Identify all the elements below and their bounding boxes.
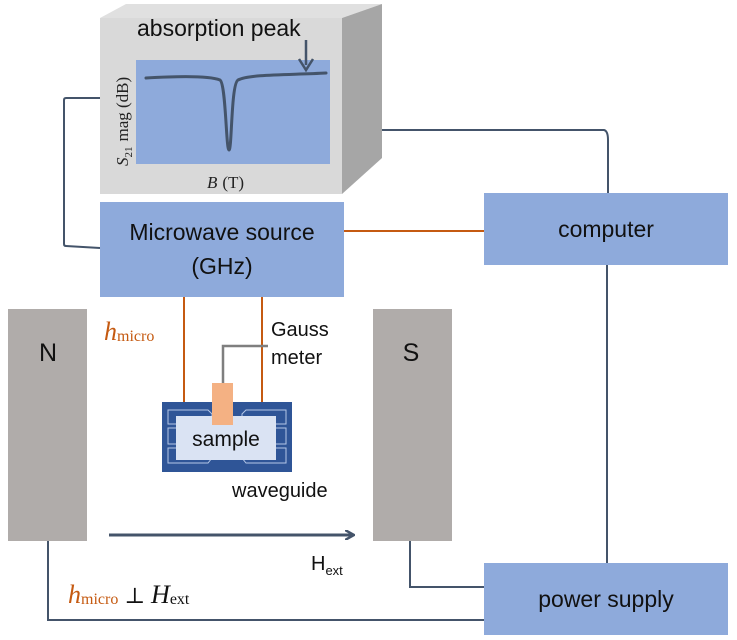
microwave-source-block: Microwave source (GHz) [100, 202, 344, 297]
absorption-peak-label: absorption peak [137, 15, 301, 41]
south-magnet-label: S [403, 339, 420, 367]
vna-display-box: absorption peak S21mag (dB) B(T) [100, 4, 382, 194]
wire-vna-to-source [63, 97, 101, 249]
north-magnet-body [8, 309, 87, 541]
microwave-source-box [100, 202, 344, 297]
absorption-peak-arrowhead [297, 58, 315, 73]
computer-label: computer [558, 216, 654, 242]
vna-side-face [342, 4, 382, 194]
microwave-source-unit: (GHz) [191, 253, 252, 279]
waveguide: sample [162, 383, 292, 472]
y-axis-label: S21mag (dB) [113, 77, 135, 166]
power-supply-box [484, 563, 728, 635]
sample-label: sample [192, 428, 260, 451]
wire-n-to-power [47, 541, 484, 621]
x-axis-label: B(T) [207, 173, 244, 192]
south-magnet: S [373, 309, 452, 541]
gauss-meter-label-line1: Gauss [271, 319, 329, 341]
vna-top-face [100, 4, 382, 18]
h-ext-label: Hext [311, 553, 343, 578]
perpendicular-relation: hmicro⊥Hext [68, 580, 190, 609]
gauss-probe [212, 383, 233, 425]
north-magnet-label: N [39, 339, 57, 367]
s21-curve [144, 71, 328, 152]
waveguide-label: waveguide [231, 480, 328, 502]
power-supply-label: power supply [538, 586, 674, 612]
north-magnet: N [8, 309, 87, 541]
wire-vna-to-computer [382, 129, 609, 193]
power-supply-block: power supply [484, 563, 728, 635]
microwave-source-label: Microwave source [129, 219, 314, 245]
h-micro-label: hmicro [104, 317, 154, 346]
gauss-meter-label-line2: meter [271, 347, 322, 369]
computer-block: computer [484, 193, 728, 265]
gauss-meter-wire [221, 344, 268, 383]
computer-box [484, 193, 728, 265]
wire-s-to-power [409, 541, 484, 588]
south-magnet-body [373, 309, 452, 541]
